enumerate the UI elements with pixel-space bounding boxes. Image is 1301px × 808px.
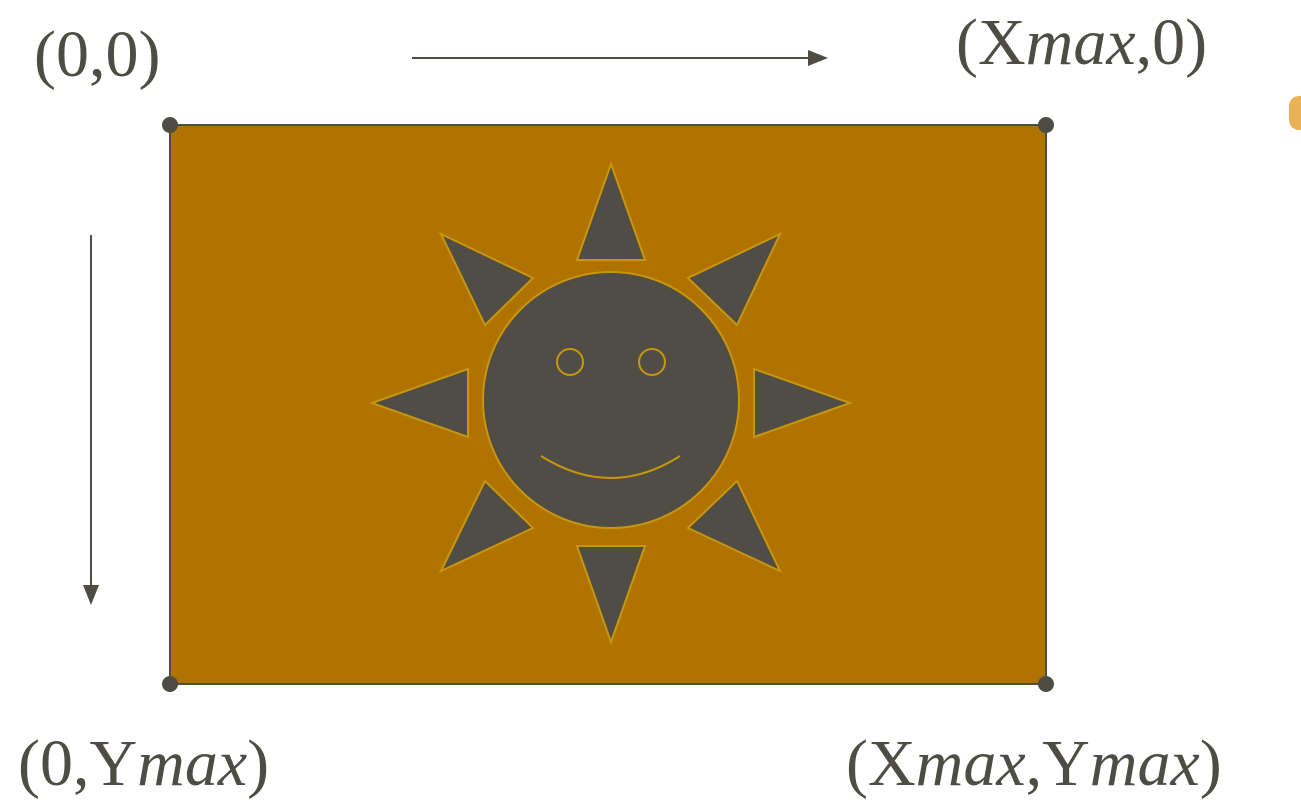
- corner-dot-bottom-left: [162, 676, 178, 692]
- label-bottom-right-mid: ,Y: [1026, 727, 1090, 800]
- label-top-left: (0,0): [34, 22, 160, 88]
- slide-edge-decoration: [1289, 96, 1301, 130]
- label-bottom-left-max: max: [137, 727, 247, 800]
- label-top-right-max: max: [1026, 6, 1136, 79]
- sun-eye-left: [557, 349, 583, 375]
- label-bottom-right-max-x: max: [916, 727, 1026, 800]
- sun-eye-right: [639, 349, 665, 375]
- smiling-sun-icon: [372, 164, 850, 642]
- label-bottom-left: (0,Ymax): [18, 731, 269, 797]
- label-bottom-right-prefix: (X: [846, 727, 916, 800]
- label-bottom-right-max-y: max: [1090, 727, 1200, 800]
- label-top-right-suffix: ,0): [1136, 6, 1207, 79]
- label-top-right: (Xmax,0): [956, 10, 1207, 76]
- label-bottom-right: (Xmax,Ymax): [846, 731, 1222, 797]
- label-bottom-left-suffix: ): [247, 727, 269, 800]
- corner-dot-bottom-right: [1038, 676, 1054, 692]
- corner-dot-top-right: [1038, 117, 1054, 133]
- sun-face: [483, 272, 739, 528]
- corner-dot-top-left: [162, 117, 178, 133]
- label-top-right-prefix: (X: [956, 6, 1026, 79]
- label-bottom-left-prefix: (0,Y: [18, 727, 137, 800]
- label-bottom-right-suffix: ): [1200, 727, 1222, 800]
